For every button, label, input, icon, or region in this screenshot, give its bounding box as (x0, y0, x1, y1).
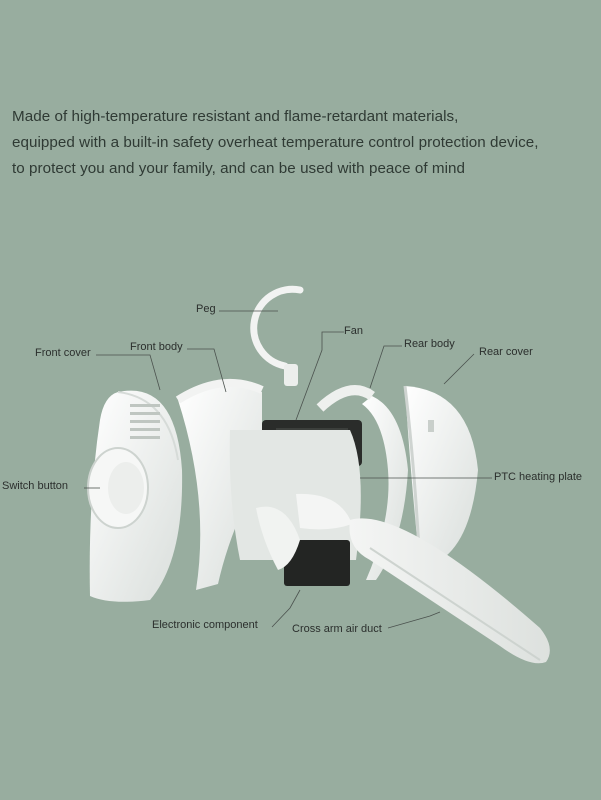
label-front-cover: Front cover (35, 347, 91, 359)
intro-line-1: Made of high-temperature resistant and f… (12, 108, 459, 125)
intro-line-3: to protect you and your family, and can … (12, 160, 465, 177)
leader-lines (84, 310, 492, 629)
left-arm-part (256, 493, 352, 570)
intro-line-2: equipped with a built-in safety overheat… (12, 134, 539, 151)
label-front-body: Front body (130, 341, 183, 353)
label-rear-body: Rear body (404, 338, 455, 350)
label-electronic-component: Electronic component (152, 619, 258, 631)
switch-button-part (87, 447, 149, 529)
label-ptc-heating-plate: PTC heating plate (494, 471, 583, 483)
electronic-component-part (284, 540, 350, 586)
label-switch-button: Switch button (2, 480, 69, 492)
label-peg: Peg (196, 303, 216, 315)
peg-part (250, 285, 304, 386)
intro-text: Made of high-temperature resistant and f… (12, 104, 597, 182)
cross-arm-air-duct-part (349, 518, 550, 664)
label-rear-cover: Rear cover (479, 346, 533, 358)
label-cross-arm-air-duct: Cross arm air duct (292, 623, 382, 635)
label-fan: Fan (344, 325, 363, 337)
